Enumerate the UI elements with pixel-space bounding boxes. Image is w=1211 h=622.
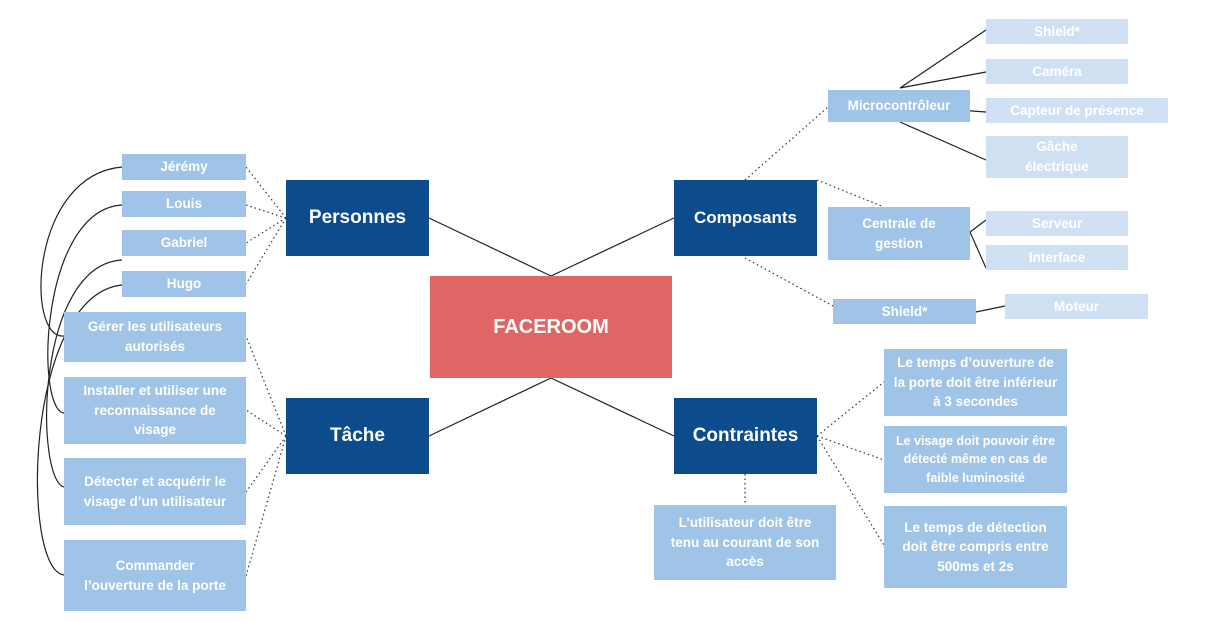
center-label: FACEROOM — [493, 315, 609, 338]
component-leaf[interactable]: Capteur de présence — [986, 98, 1168, 123]
leaf-label: Serveur — [1031, 215, 1083, 231]
task-label: Détecter et acquérir le visage d’un util… — [83, 473, 227, 509]
shield-label: Shield* — [881, 303, 928, 319]
component-leaf[interactable]: Shield* — [986, 19, 1128, 44]
person-item[interactable]: Louis — [122, 191, 246, 217]
contraintes-label: Contraintes — [692, 425, 799, 447]
task-label: Gérer les utilisateurs autorisés — [87, 319, 223, 354]
tache-label: Tâche — [330, 425, 385, 447]
constraint-label: L’utilisateur doit être tenu au courant … — [670, 515, 820, 570]
leaf-label: Moteur — [1054, 298, 1099, 314]
composants-label: Composants — [694, 207, 797, 227]
component-leaf[interactable]: Serveur — [986, 211, 1128, 236]
centrale-label: Centrale de gestion — [862, 215, 936, 251]
tache-node[interactable]: Tâche — [286, 398, 429, 474]
microcontroleur-label: Microcontrôleur — [847, 98, 951, 114]
leaf-label: Shield* — [1034, 23, 1080, 39]
constraint-item[interactable]: L’utilisateur doit être tenu au courant … — [654, 505, 836, 580]
component-leaf[interactable]: Interface — [986, 245, 1128, 270]
constraint-label: Le temps de détection doit être compris … — [902, 519, 1049, 574]
composants-node[interactable]: Composants — [674, 180, 817, 256]
centrale-node[interactable]: Centrale de gestion — [828, 207, 970, 260]
task-item[interactable]: Commander l’ouverture de la porte — [64, 540, 246, 611]
task-item[interactable]: Gérer les utilisateurs autorisés — [64, 312, 246, 362]
person-label: Jérémy — [160, 159, 208, 175]
center-node[interactable]: FACEROOM — [430, 276, 672, 378]
task-label: Installer et utiliser une reconnaissance… — [83, 383, 227, 438]
person-item[interactable]: Jérémy — [122, 154, 246, 180]
task-item[interactable]: Détecter et acquérir le visage d’un util… — [64, 458, 246, 525]
personnes-label: Personnes — [308, 207, 407, 229]
leaf-label: Caméra — [1032, 63, 1082, 79]
component-leaf[interactable]: Gâche électrique — [986, 136, 1128, 178]
leaf-label: Interface — [1028, 249, 1086, 265]
person-item[interactable]: Hugo — [122, 271, 246, 297]
contraintes-node[interactable]: Contraintes — [674, 398, 817, 474]
leaf-label: Gâche électrique — [1025, 139, 1089, 174]
constraint-item[interactable]: Le temps d’ouverture de la porte doit êt… — [884, 349, 1067, 416]
component-leaf[interactable]: Caméra — [986, 59, 1128, 84]
microcontroleur-node[interactable]: Microcontrôleur — [828, 90, 970, 122]
constraint-label: Le visage doit pouvoir être détecté même… — [895, 434, 1056, 485]
person-label: Louis — [166, 196, 202, 212]
leaf-label: Capteur de présence — [1010, 102, 1144, 118]
person-label: Hugo — [166, 276, 202, 292]
constraint-item[interactable]: Le temps de détection doit être compris … — [884, 506, 1067, 588]
task-label: Commander l’ouverture de la porte — [84, 557, 226, 593]
personnes-node[interactable]: Personnes — [286, 180, 429, 256]
task-item[interactable]: Installer et utiliser une reconnaissance… — [64, 377, 246, 444]
person-label: Gabriel — [160, 235, 208, 251]
person-item[interactable]: Gabriel — [122, 230, 246, 256]
component-leaf[interactable]: Moteur — [1005, 294, 1148, 319]
constraint-label: Le temps d’ouverture de la porte doit êt… — [893, 355, 1058, 410]
shield-node[interactable]: Shield* — [833, 299, 976, 324]
constraint-item[interactable]: Le visage doit pouvoir être détecté même… — [884, 426, 1067, 493]
